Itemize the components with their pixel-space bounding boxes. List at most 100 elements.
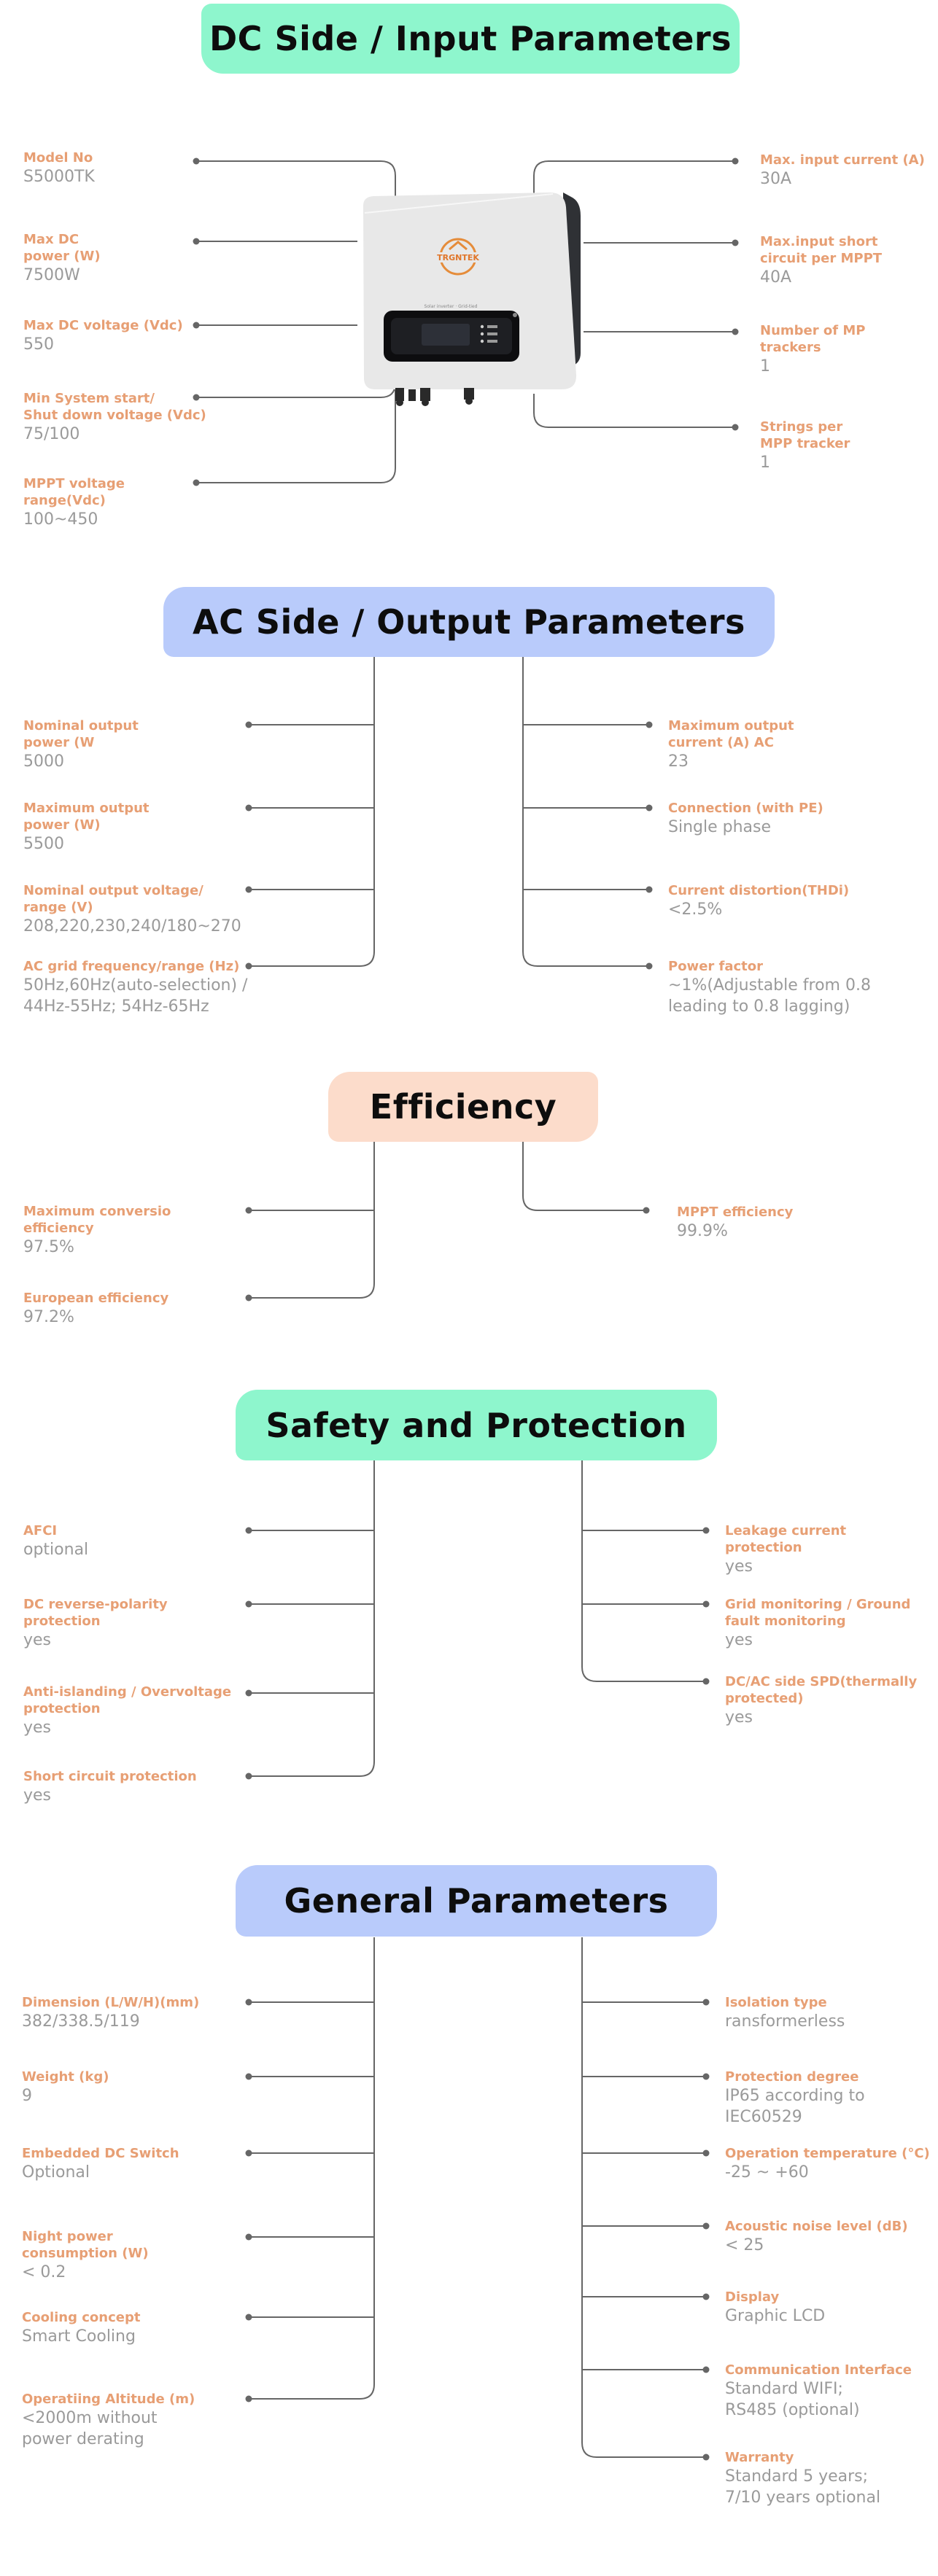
param-value: 9 — [22, 2087, 32, 2105]
param-value: optional — [23, 1541, 89, 1559]
general-param-warranty: Warranty Standard 5 years; 7/10 years op… — [725, 2449, 880, 2508]
param-label: Acoustic noise level (dB) — [725, 2219, 908, 2234]
eff-param-european: European efficiency 97.2% — [23, 1290, 168, 1328]
param-label: Anti-islanding / Overvoltage protection — [23, 1684, 232, 1716]
param-label: Connection (with PE) — [668, 801, 823, 816]
param-value: 5500 — [23, 835, 64, 853]
param-label: DC reverse-polarity protection — [23, 1597, 168, 1629]
param-label: Strings per MPP tracker — [760, 419, 850, 451]
param-label: Weight (kg) — [22, 2069, 109, 2085]
param-value: 5000 — [23, 752, 64, 771]
param-label: Leakage current protection — [725, 1523, 847, 1555]
param-value: 382/338.5/119 — [22, 2012, 140, 2031]
eff-param-mppt: MPPT efficiency 99.9% — [677, 1204, 793, 1242]
param-label: Short circuit protection — [23, 1769, 197, 1784]
param-value: yes — [725, 1708, 753, 1727]
param-label: Power factor — [668, 959, 764, 974]
param-value: 1 — [760, 454, 770, 472]
param-value: ~1%(Adjustable from 0.8 leading to 0.8 l… — [668, 976, 871, 1016]
param-value: yes — [23, 1719, 52, 1737]
safety-param-leakage-current: Leakage current protection yes — [725, 1522, 846, 1577]
param-value: Smart Cooling — [22, 2327, 136, 2346]
param-label: AC grid frequency/range (Hz) — [23, 959, 240, 974]
section-title-safety: Safety and Protection — [236, 1390, 717, 1460]
param-value: IP65 according to IEC60529 — [725, 2087, 865, 2126]
param-label: European efficiency — [23, 1291, 169, 1306]
dc-param-min-start-voltage: Min System start/ Shut down voltage (Vdc… — [23, 390, 206, 445]
dc-param-strings-per-tracker: Strings per MPP tracker 1 — [760, 419, 850, 473]
param-label: Nominal output power (W — [23, 718, 139, 750]
param-value: 100~450 — [23, 510, 98, 529]
param-label: Maximum output current (A) AC — [668, 718, 794, 750]
param-label: AFCI — [23, 1523, 58, 1538]
param-label: Operation temperature (°C) — [725, 2146, 930, 2161]
param-label: Current distortion(THDi) — [668, 883, 850, 898]
ac-param-power-factor: Power factor ~1%(Adjustable from 0.8 lea… — [668, 958, 871, 1017]
dc-param-max-short-circuit: Max.input short circuit per MPPT 40A — [760, 233, 882, 288]
param-value: -25 ~ +60 — [725, 2163, 809, 2182]
ac-param-current-distortion: Current distortion(THDi) <2.5% — [668, 882, 849, 920]
ac-param-maximum-output-power: Maximum output power (W) 5500 — [23, 800, 150, 855]
param-label: Max DC power (W) — [23, 232, 101, 264]
ac-param-nominal-output-power: Nominal output power (W 5000 — [23, 717, 139, 772]
param-label: MPPT voltage range(Vdc) — [23, 476, 125, 508]
param-value: 97.2% — [23, 1308, 74, 1326]
param-value: ransformerless — [725, 2012, 845, 2031]
general-param-acoustic-noise: Acoustic noise level (dB) < 25 — [725, 2218, 908, 2256]
param-value: yes — [23, 1786, 52, 1805]
safety-param-spd: DC/AC side SPD(thermally protected) yes — [725, 1673, 917, 1728]
eff-param-max-conversion: Maximum conversio efficiency 97.5% — [23, 1203, 171, 1258]
section-title-dc: DC Side / Input Parameters — [201, 4, 740, 74]
safety-param-dc-reverse-polarity: DC reverse-polarity protection yes — [23, 1596, 168, 1651]
param-label: Communication Interface — [725, 2362, 912, 2378]
param-value: Standard 5 years; 7/10 years optional — [725, 2467, 881, 2507]
param-label: Isolation type — [725, 1995, 827, 2010]
param-value: yes — [725, 1557, 753, 1576]
param-label: DC/AC side SPD(thermally protected) — [725, 1674, 918, 1706]
param-value: 550 — [23, 335, 54, 354]
safety-param-short-circuit: Short circuit protection yes — [23, 1768, 197, 1806]
param-value: 50Hz,60Hz(auto-selection) / 44Hz-55Hz; 5… — [23, 976, 248, 1016]
param-label: Protection degree — [725, 2069, 859, 2085]
param-label: Dimension (L/W/H)(mm) — [22, 1995, 200, 2010]
safety-param-anti-islanding: Anti-islanding / Overvoltage protection … — [23, 1684, 231, 1738]
general-param-altitude: Operatiing Altitude (m) <2000m without p… — [22, 2391, 195, 2450]
param-label: Min System start/ Shut down voltage (Vdc… — [23, 391, 206, 423]
general-param-night-power: Night power consumption (W) < 0.2 — [22, 2228, 149, 2283]
param-label: Embedded DC Switch — [22, 2146, 179, 2161]
general-param-isolation: Isolation type ransformerless — [725, 1994, 845, 2032]
param-value: 30A — [760, 170, 792, 188]
ac-param-nominal-output-voltage: Nominal output voltage/ range (V) 208,22… — [23, 882, 241, 937]
param-value: <2000m without power derating — [22, 2409, 158, 2448]
param-label: Operatiing Altitude (m) — [22, 2392, 195, 2407]
dc-param-model-no: Model No S5000TK — [23, 149, 95, 187]
param-value: 75/100 — [23, 425, 80, 443]
param-value: 208,220,230,240/180~270 — [23, 917, 241, 935]
param-label: Number of MP trackers — [760, 323, 866, 355]
param-value: <2.5% — [668, 900, 723, 919]
ac-param-maximum-output-current: Maximum output current (A) AC 23 — [668, 717, 794, 772]
param-label: Display — [725, 2289, 780, 2305]
dc-param-mppt-voltage-range: MPPT voltage range(Vdc) 100~450 — [23, 475, 125, 530]
param-label: Cooling concept — [22, 2310, 141, 2325]
ac-param-grid-frequency: AC grid frequency/range (Hz) 50Hz,60Hz(a… — [23, 958, 247, 1017]
brand-logo: TRGNTEK — [437, 253, 479, 262]
param-value: Graphic LCD — [725, 2307, 826, 2325]
param-value: 97.5% — [23, 1238, 74, 1256]
param-label: Grid monitoring / Ground fault monitorin… — [725, 1597, 911, 1629]
param-label: Max. input current (A) — [760, 152, 925, 168]
general-param-protection-degree: Protection degree IP65 according to IEC6… — [725, 2069, 865, 2128]
param-value: yes — [23, 1631, 52, 1649]
param-value: 99.9% — [677, 1222, 728, 1240]
param-value: < 0.2 — [22, 2263, 66, 2281]
param-value: 1 — [760, 357, 770, 375]
general-param-operation-temperature: Operation temperature (°C) -25 ~ +60 — [725, 2145, 930, 2183]
param-label: MPPT efficiency — [677, 1205, 794, 1220]
solar-inverter-icon: Solar inverter · Grid-tied TRGNTEK — [363, 192, 581, 406]
dc-param-max-input-current: Max. input current (A) 30A — [760, 152, 925, 190]
param-label: Nominal output voltage/ range (V) — [23, 883, 204, 915]
general-param-cooling: Cooling concept Smart Cooling — [22, 2309, 140, 2347]
section-title-ac: AC Side / Output Parameters — [163, 587, 775, 657]
param-label: Night power consumption (W) — [22, 2229, 149, 2261]
safety-param-afci: AFCI optional — [23, 1522, 88, 1560]
